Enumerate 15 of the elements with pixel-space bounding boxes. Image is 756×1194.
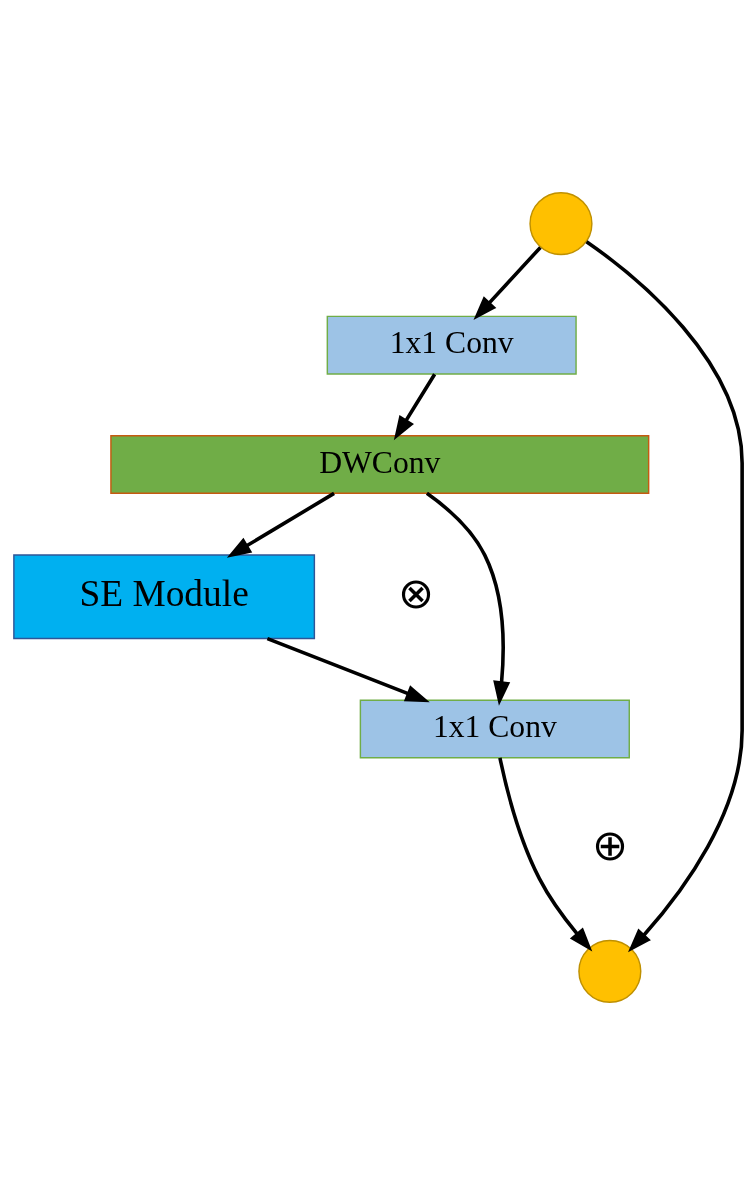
node-box: DWConv: [110, 434, 650, 494]
arrow: [585, 239, 744, 952]
label: ⊗: [397, 569, 434, 617]
arrow: [226, 491, 335, 558]
arrow: [266, 636, 430, 702]
label: ⊕: [591, 821, 628, 869]
node-circle: [529, 191, 593, 255]
node-circle: [578, 939, 642, 1003]
arrow: [425, 491, 511, 706]
arrow: [473, 245, 542, 320]
node-box: 1x1 Conv: [359, 699, 630, 759]
arrow: [498, 756, 593, 952]
arrow: [393, 372, 437, 440]
node-box: SE Module: [13, 553, 316, 639]
node-box: 1x1 Conv: [326, 315, 577, 375]
